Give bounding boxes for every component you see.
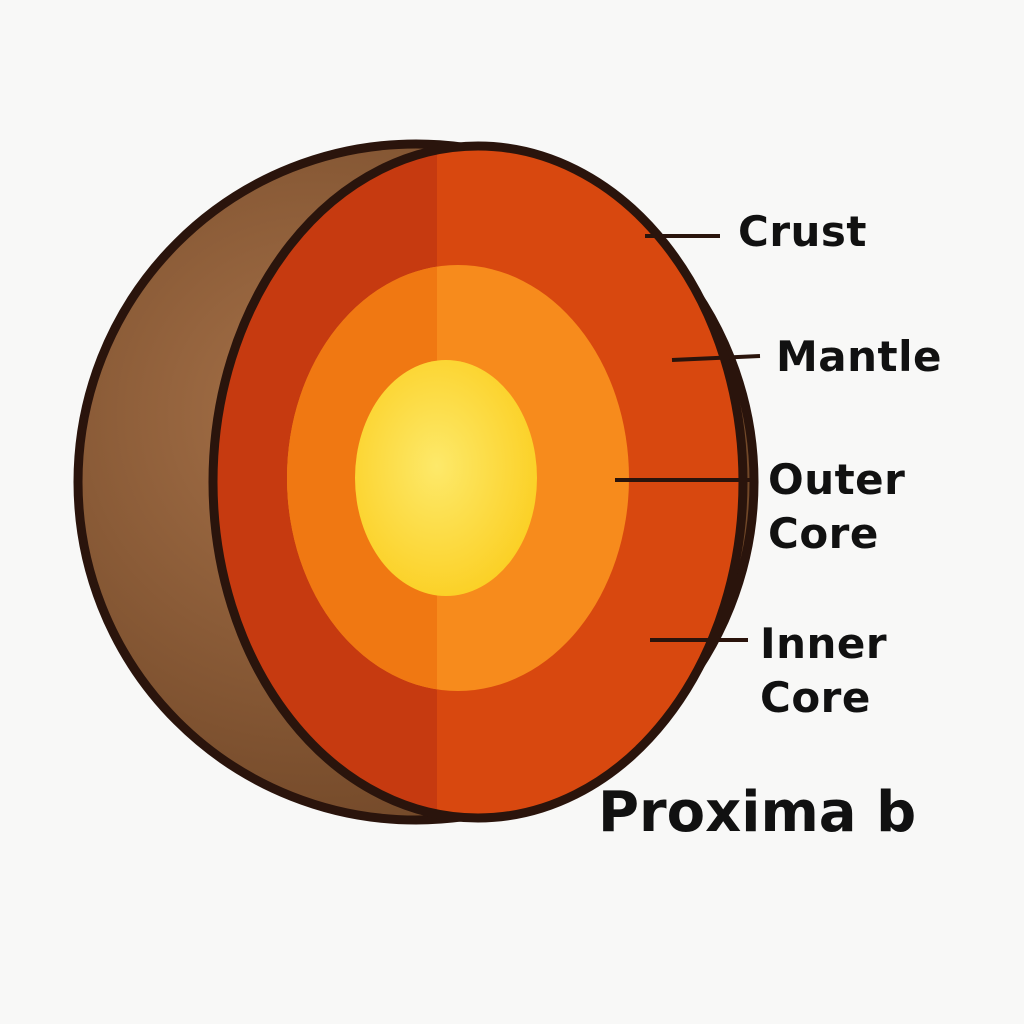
inner-core <box>355 360 537 596</box>
diagram-title: Proxima b <box>598 780 917 845</box>
label-crust: Crust <box>738 207 868 256</box>
label-inner-core-line2: Core <box>760 673 871 722</box>
label-outer-core-line2: Core <box>768 509 879 558</box>
mantle-leader <box>671 354 761 362</box>
leader-lines <box>615 234 761 642</box>
label-inner-core: Inner Core <box>760 617 887 725</box>
label-mantle: Mantle <box>776 332 942 381</box>
label-inner-core-line1: Inner <box>760 619 888 668</box>
label-outer-core: Outer Core <box>768 453 905 561</box>
label-outer-core-line1: Outer <box>768 455 906 504</box>
